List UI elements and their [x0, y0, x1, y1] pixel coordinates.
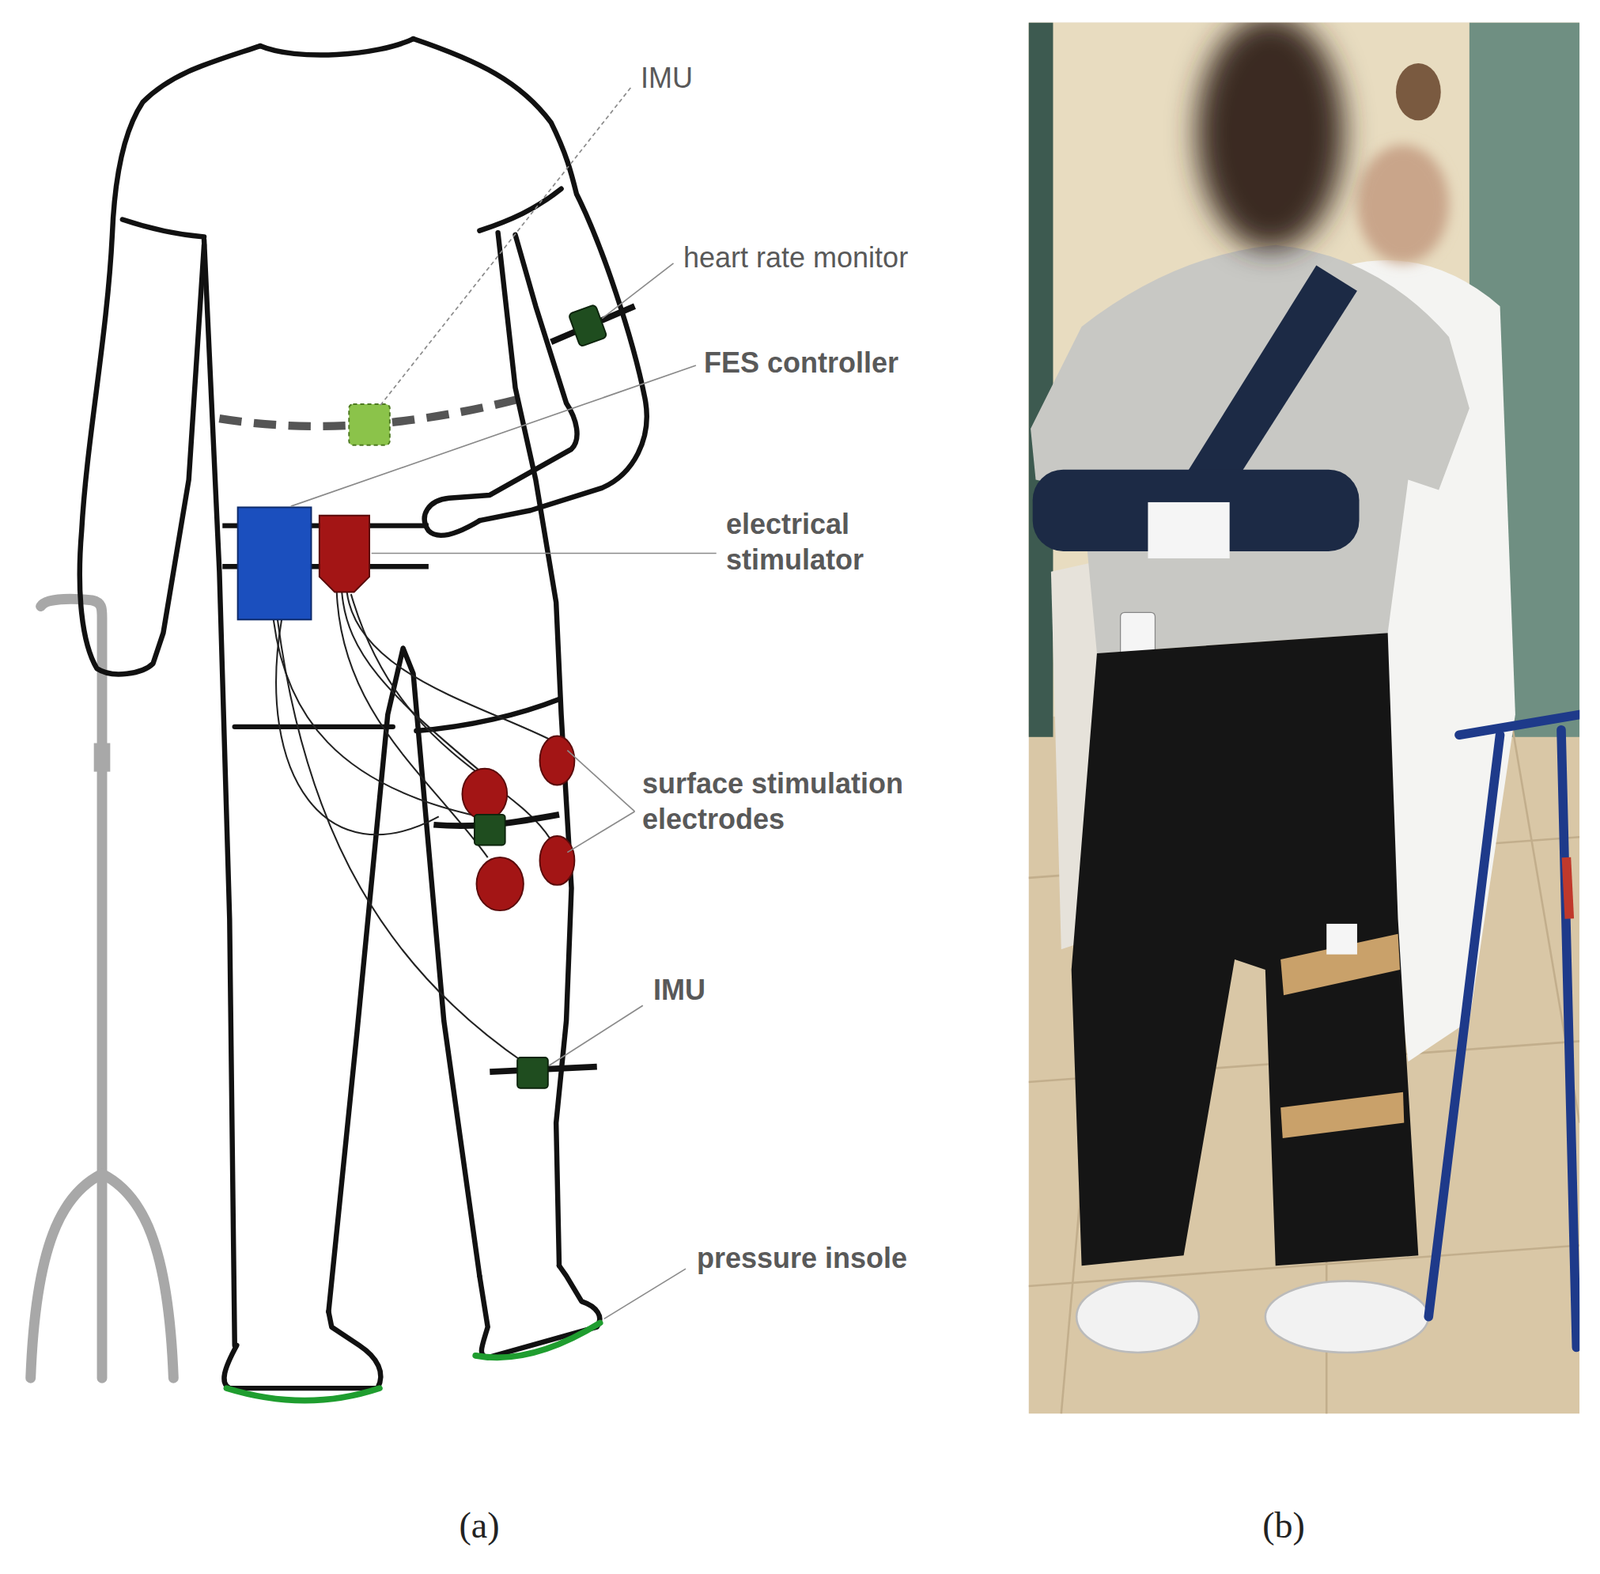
photo-panel	[1565, 857, 1570, 919]
photo-panel	[1326, 923, 1358, 955]
body-outline	[79, 38, 647, 1389]
surface-electrodes	[540, 735, 575, 785]
body-outline	[479, 189, 561, 231]
callout-label: surface stimulation electrodes	[642, 765, 975, 837]
shank-imu	[517, 1057, 549, 1089]
body-outline	[223, 1311, 381, 1389]
photo-panel	[1357, 144, 1449, 264]
leader-lines	[604, 1268, 686, 1319]
walking-cane	[41, 598, 103, 1174]
body-outline	[416, 699, 560, 731]
photo-panel	[1395, 63, 1442, 121]
stimulation-wires	[277, 619, 526, 1063]
walking-cane	[94, 743, 111, 772]
surface-electrodes	[461, 735, 575, 911]
photo-panel	[1030, 245, 1470, 654]
thigh-imu	[474, 814, 506, 846]
body-outline	[260, 38, 414, 56]
walking-cane	[102, 1173, 174, 1378]
surface-electrodes	[540, 835, 575, 886]
leader-lines	[567, 811, 635, 853]
photo-panel	[1028, 22, 1581, 1414]
walking-cane	[30, 1173, 103, 1378]
panel-label: (b)	[1262, 1502, 1305, 1549]
stimulation-wires	[273, 592, 552, 1064]
leader-lines	[291, 365, 696, 507]
callout-label: pressure insole	[696, 1240, 908, 1276]
photo-panel	[1265, 1281, 1429, 1353]
stimulation-wires	[341, 592, 480, 772]
leader-lines	[291, 87, 717, 1319]
surface-electrodes	[476, 857, 524, 911]
leader-lines	[548, 1005, 644, 1066]
callout-label: IMU	[653, 972, 706, 1008]
pressure-insoles	[475, 1323, 600, 1358]
stimulation-wires	[351, 593, 552, 840]
photo-panel	[1196, 22, 1344, 250]
body-outline	[79, 45, 261, 674]
leader-lines	[371, 552, 717, 555]
photo-panel	[1428, 734, 1500, 1317]
walking-cane	[30, 598, 174, 1378]
callout-label: electrical stimulator	[726, 506, 916, 578]
leader-lines	[379, 87, 631, 407]
photo-panel	[1071, 632, 1419, 1266]
stimulation-wires	[276, 619, 439, 835]
stimulation-wires	[336, 592, 488, 859]
electrical-stimulator-box	[319, 515, 370, 593]
pressure-insoles	[226, 1388, 380, 1400]
photo-panel	[1076, 1281, 1200, 1353]
photo-panel	[1428, 714, 1580, 1347]
heart-rate-monitor	[568, 304, 608, 348]
panel-label: (a)	[458, 1502, 500, 1549]
callout-label: heart rate monitor	[683, 239, 908, 276]
walking-cane	[97, 1173, 108, 1378]
body-outline	[204, 239, 235, 1346]
body-outline	[424, 234, 578, 536]
body-outline	[122, 219, 205, 237]
photo-panel	[1147, 502, 1230, 559]
leader-lines	[567, 750, 635, 812]
photo-panel	[1561, 730, 1577, 1348]
body-outline	[479, 1265, 600, 1358]
fes-controller-box	[238, 506, 312, 620]
callout-label: FES controller	[703, 344, 899, 381]
surface-electrodes	[461, 768, 507, 821]
leader-lines	[601, 263, 674, 319]
trunk-imu	[348, 404, 390, 446]
photo-panel	[1280, 1092, 1404, 1139]
body-outline	[328, 647, 480, 1312]
photo-panel	[1028, 22, 1054, 737]
pressure-insoles	[226, 1323, 600, 1401]
callout-label: IMU	[640, 60, 693, 96]
